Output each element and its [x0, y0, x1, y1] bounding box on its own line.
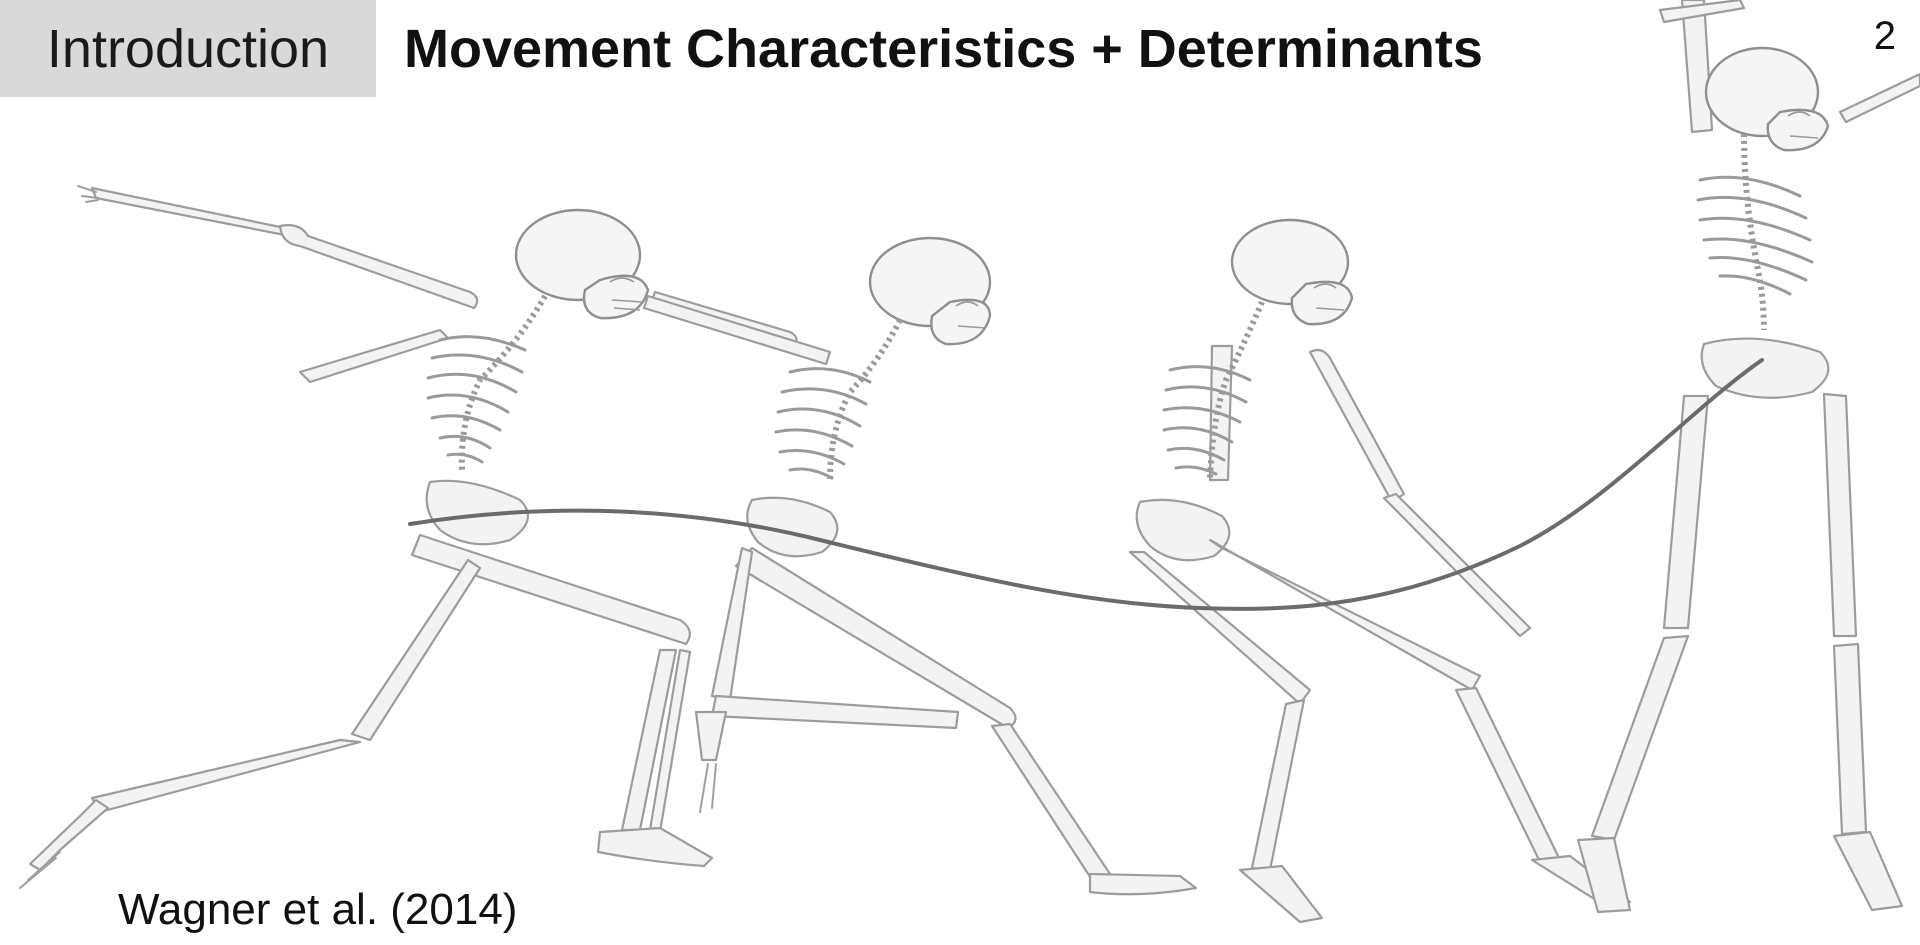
page-number: 2	[1874, 14, 1896, 59]
skeleton-4	[1578, 0, 1920, 912]
section-tab: Introduction	[0, 0, 376, 97]
slide-title: Movement Characteristics + Determinants	[404, 12, 1483, 87]
trajectory-line	[410, 360, 1762, 609]
section-label: Introduction	[47, 18, 329, 80]
skeleton-3	[1130, 220, 1630, 922]
skeleton-1	[20, 186, 797, 888]
citation: Wagner et al. (2014)	[118, 885, 517, 935]
skeleton-2	[644, 238, 1196, 894]
